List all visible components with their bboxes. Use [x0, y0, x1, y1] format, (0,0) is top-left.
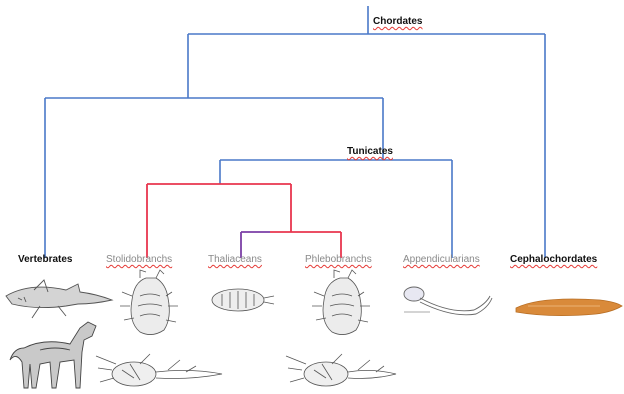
tunicates-node-label: Tunicates [347, 146, 393, 158]
salp-icon [212, 289, 274, 311]
ascidian-larva-icon [96, 354, 222, 386]
ascidian-larva-icon [286, 354, 396, 386]
red-branches [147, 184, 341, 258]
appendicularian-icon [404, 287, 492, 315]
chordates-node-label: Chordates [373, 16, 422, 28]
thaliaceans-label: Thaliaceans [208, 254, 262, 266]
appendicularians-label: Appendicularians [403, 254, 480, 266]
ascidian-icon [120, 270, 178, 335]
cephalochordates-label: Cephalochordates [510, 254, 597, 266]
phlebobranchs-label: Phlebobranchs [305, 254, 372, 266]
dog-icon [10, 322, 96, 388]
vertebrates-label: Vertebrates [18, 254, 72, 266]
lancelet-icon [516, 299, 622, 316]
shark-icon [6, 280, 112, 318]
stolidobranchs-label: Stolidobranchs [106, 254, 172, 266]
ascidian-icon [312, 270, 370, 335]
blue-branches [45, 6, 545, 258]
